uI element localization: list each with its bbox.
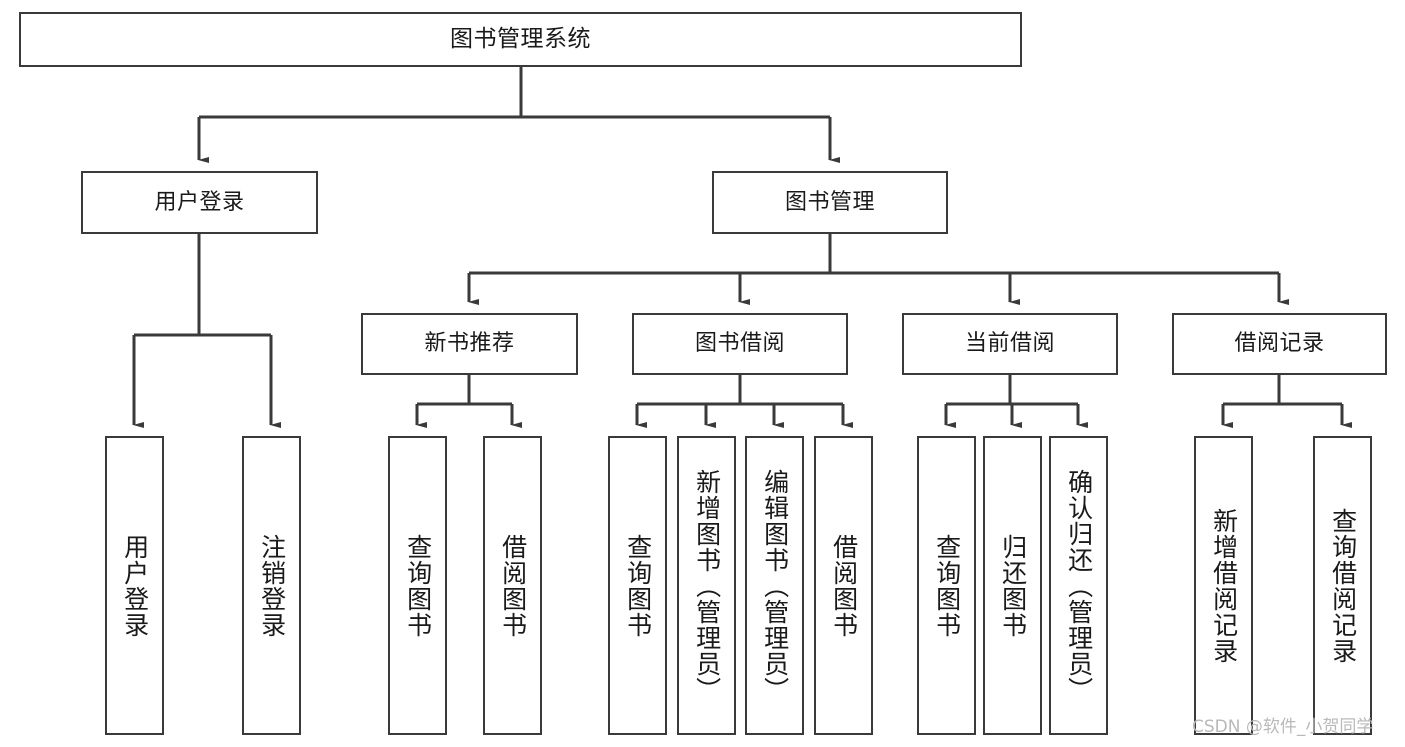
node-label: 借阅图书 [829,533,859,638]
node-label: 当前借阅 [964,331,1055,357]
watermark-text: CSDN @软件_小贺同学 [1192,717,1374,737]
node-leaf-add-book-admin[interactable]: 新增图书（管理员） [677,436,736,735]
node-label: 借阅记录 [1234,331,1325,357]
node-label: 归还图书 [998,533,1028,638]
node-label: 图书管理系统 [450,26,591,53]
node-leaf-query-book-current[interactable]: 查询图书 [917,436,976,735]
node-label: 查询借阅记录 [1328,507,1358,664]
node-label: 新增图书（管理员） [692,468,722,703]
node-new-book-recommend[interactable]: 新书推荐 [361,313,578,375]
node-label: 注销登录 [257,533,287,638]
node-book-borrow[interactable]: 图书借阅 [632,313,848,375]
node-leaf-confirm-return-admin[interactable]: 确认归还（管理员） [1049,436,1108,735]
node-root-system[interactable]: 图书管理系统 [19,12,1022,67]
node-leaf-query-book-borrow[interactable]: 查询图书 [608,436,667,735]
node-leaf-user-login[interactable]: 用户登录 [105,436,164,735]
node-label: 查询图书 [403,533,433,638]
node-label: 新增借阅记录 [1209,507,1239,664]
node-label: 借阅图书 [498,533,528,638]
node-label: 用户登录 [154,189,245,215]
node-leaf-logout[interactable]: 注销登录 [242,436,301,735]
node-user-login[interactable]: 用户登录 [81,171,318,234]
node-current-borrow[interactable]: 当前借阅 [902,313,1118,375]
node-borrow-record[interactable]: 借阅记录 [1172,313,1387,375]
node-leaf-borrow-book-borrow[interactable]: 借阅图书 [814,436,873,735]
node-label: 查询图书 [623,533,653,638]
node-label: 确认归还（管理员） [1064,468,1094,703]
node-leaf-borrow-book-recommend[interactable]: 借阅图书 [483,436,542,735]
node-leaf-edit-book-admin[interactable]: 编辑图书（管理员） [745,436,804,735]
node-label: 查询图书 [932,533,962,638]
node-leaf-query-borrow-record[interactable]: 查询借阅记录 [1313,436,1372,735]
node-label: 新书推荐 [424,331,515,357]
node-leaf-add-borrow-record[interactable]: 新增借阅记录 [1194,436,1253,735]
node-label: 用户登录 [120,533,150,638]
node-label: 图书管理 [784,189,875,215]
node-leaf-return-book[interactable]: 归还图书 [983,436,1042,735]
node-label: 图书借阅 [694,331,785,357]
node-leaf-query-book-recommend[interactable]: 查询图书 [388,436,447,735]
node-book-management[interactable]: 图书管理 [712,171,948,234]
node-label: 编辑图书（管理员） [760,468,790,703]
